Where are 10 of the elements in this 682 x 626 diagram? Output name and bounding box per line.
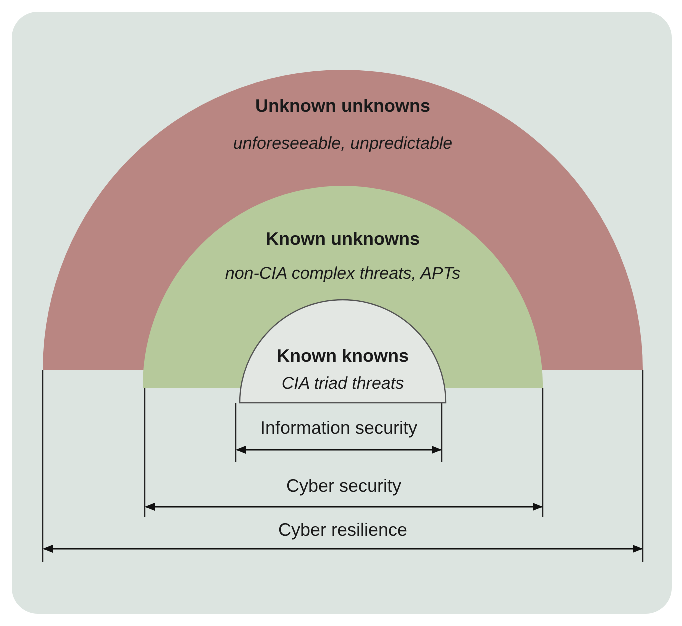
dimension-label: Cyber resilience bbox=[278, 520, 408, 541]
arch-heading: Unknown unknowns bbox=[254, 96, 432, 117]
dimension-label: Cyber security bbox=[286, 476, 402, 497]
arch-heading: Known knowns bbox=[276, 346, 410, 367]
arch-description: unforeseeable, unpredictable bbox=[232, 134, 454, 154]
dimension-label: Information security bbox=[260, 418, 418, 439]
inner-arch bbox=[240, 300, 446, 403]
arch-description: CIA triad threats bbox=[280, 374, 406, 394]
arch-description: non-CIA complex threats, APTs bbox=[224, 264, 462, 284]
arch-heading: Known unknowns bbox=[265, 229, 421, 250]
